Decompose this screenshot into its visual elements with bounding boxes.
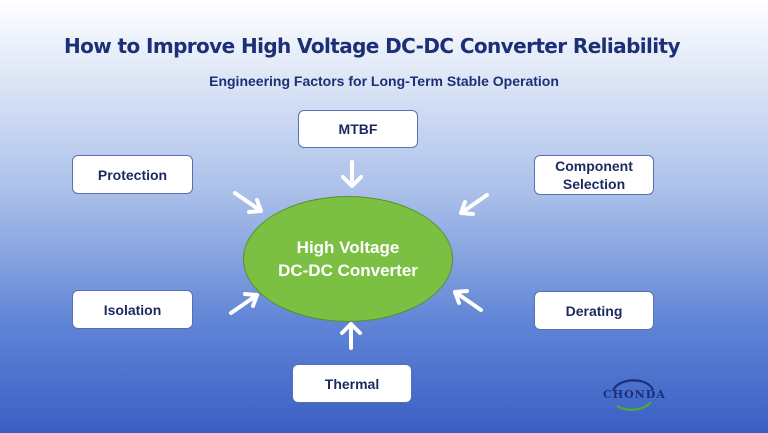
factor-label-selection: Selection <box>562 176 626 192</box>
chonda-logo: CHONDA <box>603 376 666 412</box>
logo-text: CHONDA <box>603 388 666 401</box>
center-label-line1: High Voltage <box>296 238 400 257</box>
arrow-down-right-icon <box>233 191 263 214</box>
factor-label-component: Component <box>555 158 633 174</box>
factor-box-isolation: Isolation <box>72 290 193 329</box>
page-subtitle: Engineering Factors for Long-Term Stable… <box>209 73 559 89</box>
logo-swoosh-icon <box>611 379 655 411</box>
factor-label-protection: Protection <box>97 166 168 183</box>
page-title: How to Improve High Voltage DC-DC Conver… <box>64 34 681 58</box>
factor-box-thermal: Thermal <box>292 364 412 403</box>
factor-box-derating: Derating <box>534 291 654 330</box>
center-node: High Voltage DC-DC Converter <box>243 196 453 322</box>
arrow-up-left-icon <box>453 289 483 312</box>
factor-label-thermal: Thermal <box>324 375 380 392</box>
factor-box-component-selection: Component Selection <box>534 155 654 195</box>
arrow-up-icon <box>340 322 362 350</box>
center-label-line2: DC-DC Converter <box>278 261 418 280</box>
factor-box-protection: Protection <box>72 155 193 194</box>
factor-label-isolation: Isolation <box>103 301 162 318</box>
arrow-down-left-icon <box>459 193 489 216</box>
arrow-down-icon <box>341 160 363 188</box>
factor-label-mtbf: MTBF <box>338 121 378 137</box>
factor-label-derating: Derating <box>565 302 623 319</box>
factor-box-mtbf: MTBF <box>298 110 418 148</box>
arrow-up-right-icon <box>229 292 259 315</box>
